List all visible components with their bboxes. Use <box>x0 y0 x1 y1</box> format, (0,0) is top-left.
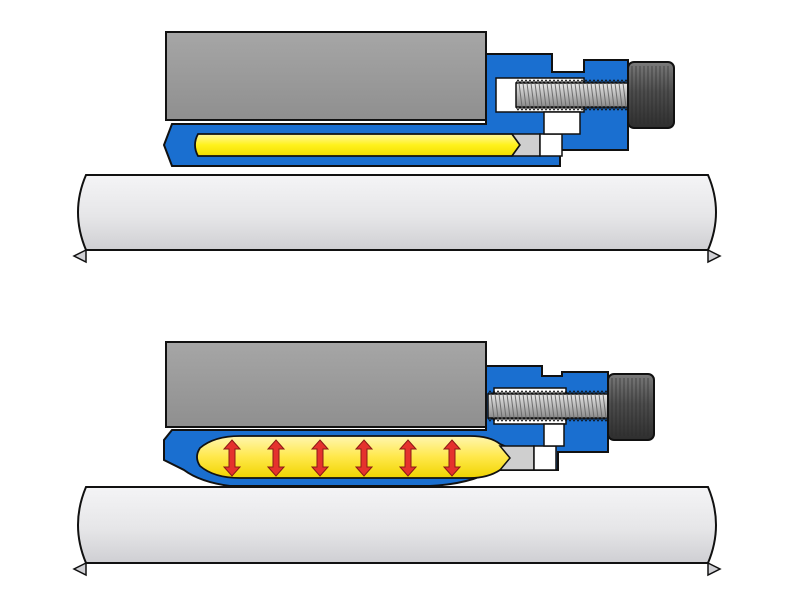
thread-line <box>538 82 543 108</box>
pressure-arrows <box>222 439 462 477</box>
piston-tip <box>510 133 541 157</box>
thread-line <box>518 82 523 108</box>
thread-line <box>566 82 571 108</box>
panel-clamped <box>72 341 722 577</box>
thread-teeth-top <box>487 390 609 395</box>
thread-line <box>558 393 563 419</box>
screw-clearance <box>543 423 565 447</box>
panel-unclamped <box>72 31 722 264</box>
thread-line <box>510 393 515 419</box>
thread-line <box>498 393 503 419</box>
thread-line <box>586 82 591 108</box>
thread-line <box>602 393 607 419</box>
thread-line <box>566 393 571 419</box>
thread-line <box>550 393 555 419</box>
piston-rod-channel <box>539 133 563 157</box>
thread-line <box>578 393 583 419</box>
knurled-knob-icon <box>627 61 675 129</box>
workpiece-block <box>165 341 487 428</box>
thread-line <box>514 393 519 419</box>
thread-teeth-bottom <box>487 417 609 422</box>
thread-line <box>618 82 623 108</box>
thread-line <box>622 82 627 108</box>
thread-line <box>546 393 551 419</box>
thread-line <box>518 393 523 419</box>
thread-line <box>554 393 559 419</box>
thread-line <box>558 82 563 108</box>
thread-line <box>598 82 603 108</box>
thread-line <box>530 82 535 108</box>
thread-line <box>590 393 595 419</box>
thread-line <box>582 393 587 419</box>
thread-line <box>594 82 599 108</box>
thread-line <box>586 393 591 419</box>
thread-line <box>574 82 579 108</box>
adjusting-screw-icon <box>515 79 629 111</box>
thread-line <box>494 393 499 419</box>
adjusting-screw-icon <box>487 390 609 422</box>
pressure-arrow-icon <box>222 439 242 477</box>
piston-tip <box>498 445 535 471</box>
thread-line <box>594 393 599 419</box>
pressure-arrow-icon <box>266 439 286 477</box>
thread-line <box>582 82 587 108</box>
thread-line <box>542 393 547 419</box>
fluid-chamber <box>196 435 515 479</box>
pressure-arrow-icon <box>398 439 418 477</box>
pressure-arrow-icon <box>354 439 374 477</box>
thread-line <box>530 393 535 419</box>
thread-line <box>562 82 567 108</box>
thread-line <box>570 82 575 108</box>
thread-line <box>522 82 527 108</box>
thread-line <box>522 393 527 419</box>
piston-rod-channel <box>533 445 557 471</box>
thread-teeth-bottom <box>515 106 629 111</box>
thread-line <box>602 82 607 108</box>
thread-line <box>574 393 579 419</box>
shaft <box>72 174 722 264</box>
thread-line <box>526 82 531 108</box>
thread-line <box>506 393 511 419</box>
thread-line <box>598 393 603 419</box>
thread-line <box>554 82 559 108</box>
workpiece-block <box>165 31 487 121</box>
thread-line <box>526 393 531 419</box>
knurled-knob-icon <box>607 373 655 441</box>
fluid-chamber <box>194 133 522 157</box>
thread-line <box>542 82 547 108</box>
thread-line <box>534 393 539 419</box>
thread-line <box>502 393 507 419</box>
screw-clearance <box>543 111 581 135</box>
thread-line <box>614 82 619 108</box>
pressure-arrow-icon <box>310 439 330 477</box>
thread-teeth-top <box>515 79 629 84</box>
thread-line <box>490 393 495 419</box>
thread-line <box>570 393 575 419</box>
thread-line <box>546 82 551 108</box>
thread-line <box>538 393 543 419</box>
thread-line <box>550 82 555 108</box>
thread-line <box>606 82 611 108</box>
thread-line <box>590 82 595 108</box>
thread-line <box>578 82 583 108</box>
pressure-arrow-icon <box>442 439 462 477</box>
thread-line <box>610 82 615 108</box>
thread-line <box>534 82 539 108</box>
shaft <box>72 486 722 577</box>
thread-line <box>562 393 567 419</box>
